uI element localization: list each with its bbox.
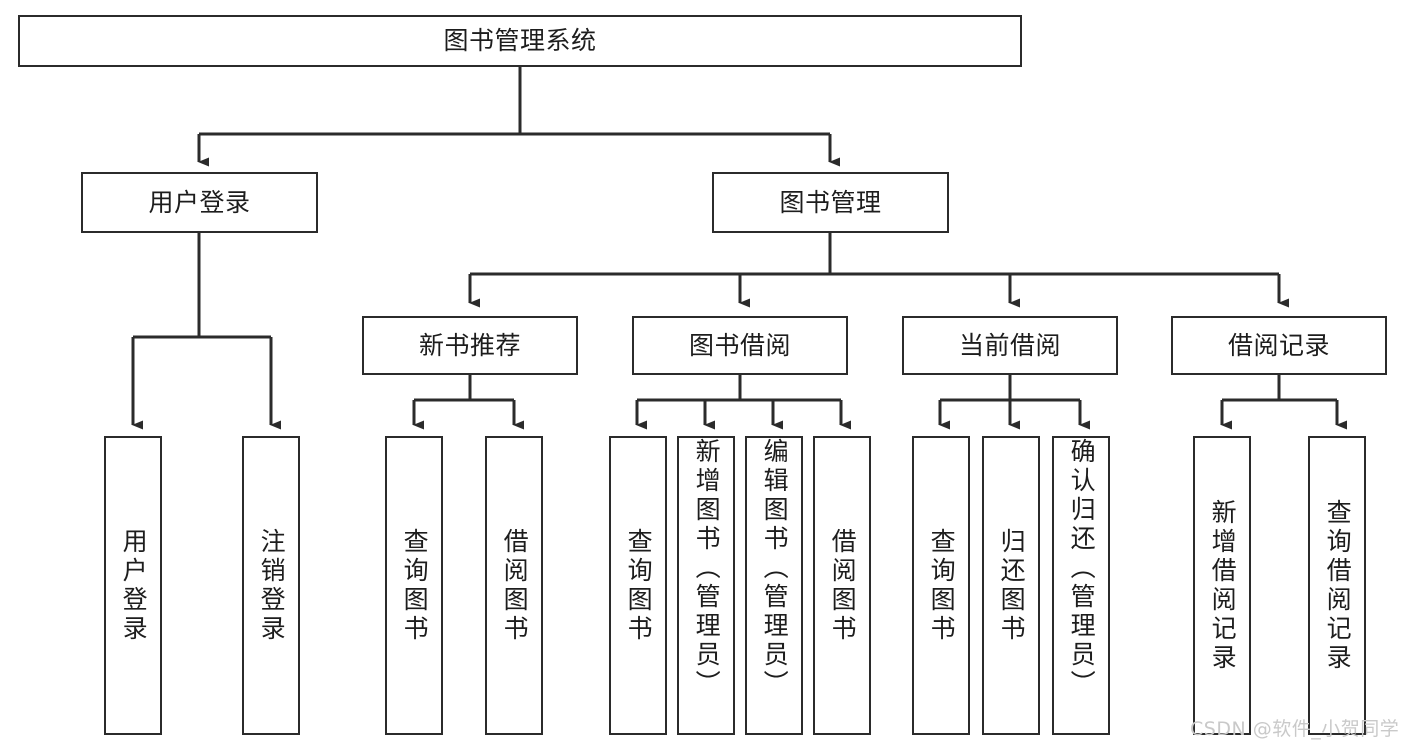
leaf-borrow-book-new[interactable]: 借阅图书 — [485, 436, 543, 735]
leaf-query-book-current[interactable]: 查询图书 — [912, 436, 970, 735]
csdn-watermark: CSDN @软件_小贺同学 — [1190, 718, 1400, 740]
node-label: 注销登录 — [257, 527, 287, 644]
leaf-user-login[interactable]: 用户登录 — [104, 436, 162, 735]
leaf-borrow-book[interactable]: 借阅图书 — [813, 436, 871, 735]
node-label: 借阅记录 — [1227, 330, 1330, 360]
node-label: 借阅图书 — [500, 527, 530, 644]
leaf-query-book-new[interactable]: 查询图书 — [385, 436, 443, 735]
leaf-query-book-borrow[interactable]: 查询图书 — [609, 436, 667, 735]
node-label: 归还图书 — [997, 527, 1027, 644]
node-label: 查询图书 — [400, 527, 430, 644]
node-root-book-management-system[interactable]: 图书管理系统 — [18, 15, 1022, 67]
node-label: 新增借阅记录 — [1208, 498, 1238, 673]
node-new-book-recommendation[interactable]: 新书推荐 — [362, 316, 578, 375]
node-current-borrowing[interactable]: 当前借阅 — [902, 316, 1118, 375]
node-label: 编辑图书（管理员） — [760, 438, 790, 699]
node-label: 当前借阅 — [958, 330, 1061, 360]
node-book-borrowing[interactable]: 图书借阅 — [632, 316, 848, 375]
node-label: 用户登录 — [119, 527, 149, 644]
node-label: 查询借阅记录 — [1323, 498, 1353, 673]
node-label: 图书管理 — [779, 187, 882, 217]
leaf-logout-login[interactable]: 注销登录 — [242, 436, 300, 735]
node-label: 新增图书（管理员） — [692, 438, 722, 699]
leaf-return-book[interactable]: 归还图书 — [982, 436, 1040, 735]
node-label: 新书推荐 — [418, 330, 521, 360]
node-borrowing-record[interactable]: 借阅记录 — [1171, 316, 1387, 375]
node-label: 确认归还（管理员） — [1067, 438, 1097, 699]
node-label: 图书借阅 — [688, 330, 791, 360]
leaf-edit-book-admin[interactable]: 编辑图书（管理员） — [745, 436, 803, 735]
node-label: 借阅图书 — [828, 527, 858, 644]
node-label: 查询图书 — [927, 527, 957, 644]
leaf-add-borrow-record[interactable]: 新增借阅记录 — [1193, 436, 1251, 735]
leaf-add-book-admin[interactable]: 新增图书（管理员） — [677, 436, 735, 735]
leaf-confirm-return-admin[interactable]: 确认归还（管理员） — [1052, 436, 1110, 735]
node-user-login[interactable]: 用户登录 — [81, 172, 318, 233]
node-label: 图书管理系统 — [443, 26, 597, 56]
node-label: 用户登录 — [148, 187, 251, 217]
node-label: 查询图书 — [624, 527, 654, 644]
node-book-management[interactable]: 图书管理 — [712, 172, 949, 233]
leaf-query-borrow-record[interactable]: 查询借阅记录 — [1308, 436, 1366, 735]
